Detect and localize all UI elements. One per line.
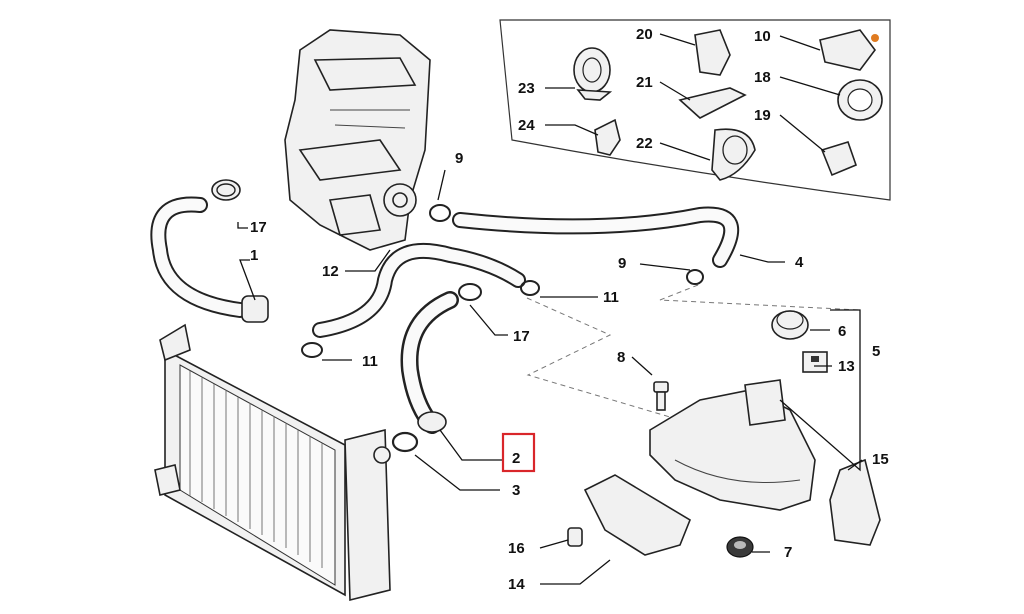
label-part-12: 12 [322, 263, 339, 280]
label-part-24: 24 [518, 117, 535, 134]
label-part-7: 7 [784, 544, 792, 561]
highlight-box-part-2 [501, 432, 536, 473]
inset-part-21 [678, 87, 747, 119]
inset-part-19 [820, 141, 858, 177]
label-part-4: 4 [795, 254, 804, 271]
label-part-8: 8 [617, 349, 625, 366]
bracket-14 [583, 474, 691, 556]
warning-label-plate [802, 351, 828, 373]
radiator [154, 323, 391, 602]
clamp-11-right [520, 280, 540, 296]
assembly-dashed-lines [526, 284, 861, 421]
inset-part-10 [819, 29, 879, 71]
label-part-9-lower: 9 [618, 255, 626, 272]
label-part-15: 15 [872, 451, 889, 468]
hose-12 [312, 242, 526, 338]
clamp-9-lower [686, 269, 704, 285]
inset-part-22 [711, 128, 756, 181]
label-part-14: 14 [508, 576, 525, 593]
bracket-15 [829, 458, 881, 546]
label-part-19: 19 [754, 107, 771, 124]
part-labels: 17 1 12 11 17 11 9 4 9 2 3 8 6 5 13 15 1… [250, 26, 889, 593]
clamp-17-upper [211, 179, 241, 201]
label-part-2: 2 [512, 450, 520, 467]
screw-8 [653, 381, 669, 411]
plug-16 [567, 527, 583, 547]
expansion-tank [649, 379, 816, 511]
hose-4 [452, 206, 740, 268]
label-part-22: 22 [636, 135, 653, 152]
label-part-20: 20 [636, 26, 653, 43]
inset-part-18 [837, 79, 883, 121]
label-part-11-left: 11 [362, 353, 378, 370]
label-part-21: 21 [636, 74, 653, 91]
label-part-23: 23 [518, 80, 535, 97]
leader-lines [237, 33, 863, 585]
label-part-11-right: 11 [603, 289, 619, 306]
label-part-16: 16 [508, 540, 525, 557]
label-part-13: 13 [838, 358, 855, 375]
label-part-10: 10 [754, 28, 771, 45]
label-part-17-middle: 17 [513, 328, 530, 345]
inset-part-20 [694, 29, 731, 76]
inset-part-24 [594, 118, 621, 156]
label-part-5: 5 [872, 343, 880, 360]
label-part-1: 1 [250, 247, 258, 264]
clamp-17-middle [458, 283, 482, 301]
inset-frame [499, 19, 891, 201]
clamp-3 [391, 431, 419, 453]
label-part-3: 3 [512, 482, 520, 499]
label-part-9-upper: 9 [455, 150, 463, 167]
clamp-11-left [301, 342, 323, 358]
inset-part-23 [573, 47, 613, 101]
label-part-6: 6 [838, 323, 846, 340]
clamp-9-upper [429, 204, 451, 222]
engine-block [284, 29, 431, 251]
hose-1 [150, 196, 269, 323]
grommet-7 [726, 536, 754, 558]
tank-cap [771, 310, 809, 340]
label-part-17-upper: 17 [250, 219, 267, 236]
label-part-18: 18 [754, 69, 771, 86]
hose-2 [400, 291, 459, 434]
